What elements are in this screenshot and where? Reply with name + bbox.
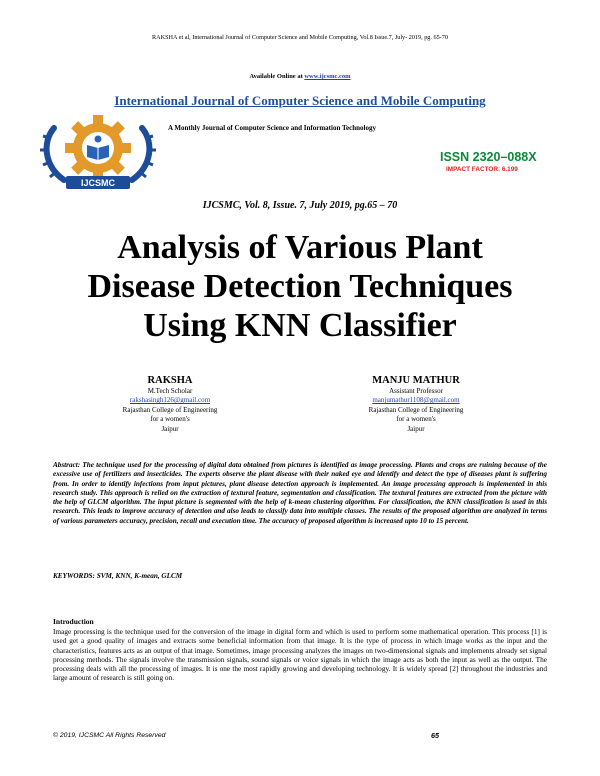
- author-role: M.Tech Scholar: [147, 387, 193, 395]
- author-email-link[interactable]: rakshasingh126@gmail.com: [129, 396, 211, 405]
- paper-title: Analysis of Various Plant Disease Detect…: [40, 228, 560, 345]
- logo-text: IJCSMC: [81, 178, 116, 188]
- journal-website-link[interactable]: www.ijcsmc.com: [304, 73, 351, 80]
- issue-line: IJCSMC, Vol. 8, Issue. 7, July 2019, pg.…: [202, 200, 398, 211]
- impact-factor: IMPACT FACTOR: 6.199: [446, 166, 518, 173]
- introduction-body: Image processing is the technique used f…: [53, 627, 547, 683]
- journal-logo: IJCSMC: [36, 114, 160, 194]
- issn: ISSN 2320–088X: [440, 150, 537, 164]
- abstract: Abstract: The technique used for the pro…: [53, 461, 547, 525]
- availability-line: Available Online at www.ijcsmc.com: [0, 73, 600, 80]
- journal-logo-graphic: IJCSMC: [40, 115, 156, 189]
- author-affiliation-2: for a women's: [396, 415, 436, 424]
- paper-title-line-1: Analysis of Various Plant: [117, 229, 483, 266]
- author-city: Jaipur: [407, 424, 425, 433]
- paper-title-line-3: Using KNN Classifier: [143, 307, 457, 344]
- author-affiliation-2: for a women's: [150, 415, 190, 424]
- keywords: KEYWORDS: SVM, KNN, K-mean, GLCM: [53, 572, 183, 580]
- author-block-1: RAKSHA M.Tech Scholar rakshasingh126@gma…: [80, 374, 260, 434]
- journal-subtitle: A Monthly Journal of Computer Science an…: [168, 124, 376, 132]
- page-number: 65: [431, 731, 439, 740]
- journal-title: International Journal of Computer Scienc…: [114, 93, 486, 108]
- paper-title-line-2: Disease Detection Techniques: [87, 268, 513, 305]
- author-name: RAKSHA: [147, 375, 193, 386]
- author-block-2: MANJU MATHUR Assistant Professor manjuma…: [326, 374, 506, 434]
- author-affiliation: Rajasthan College of Engineering: [122, 405, 218, 414]
- footer-copyright: © 2019, IJCSMC All Rights Reserved: [53, 732, 166, 739]
- author-city: Jaipur: [161, 424, 179, 433]
- author-role: Assistant Professor: [389, 387, 443, 395]
- author-affiliation: Rajasthan College of Engineering: [368, 405, 464, 414]
- author-email-link[interactable]: manjumathur1108@gmail.com: [372, 396, 460, 405]
- section-heading-introduction: Introduction: [53, 617, 94, 626]
- availability-label: Available Online at: [249, 73, 305, 80]
- running-head: RAKSHA et al, International Journal of C…: [152, 34, 448, 41]
- author-name: MANJU MATHUR: [372, 375, 460, 386]
